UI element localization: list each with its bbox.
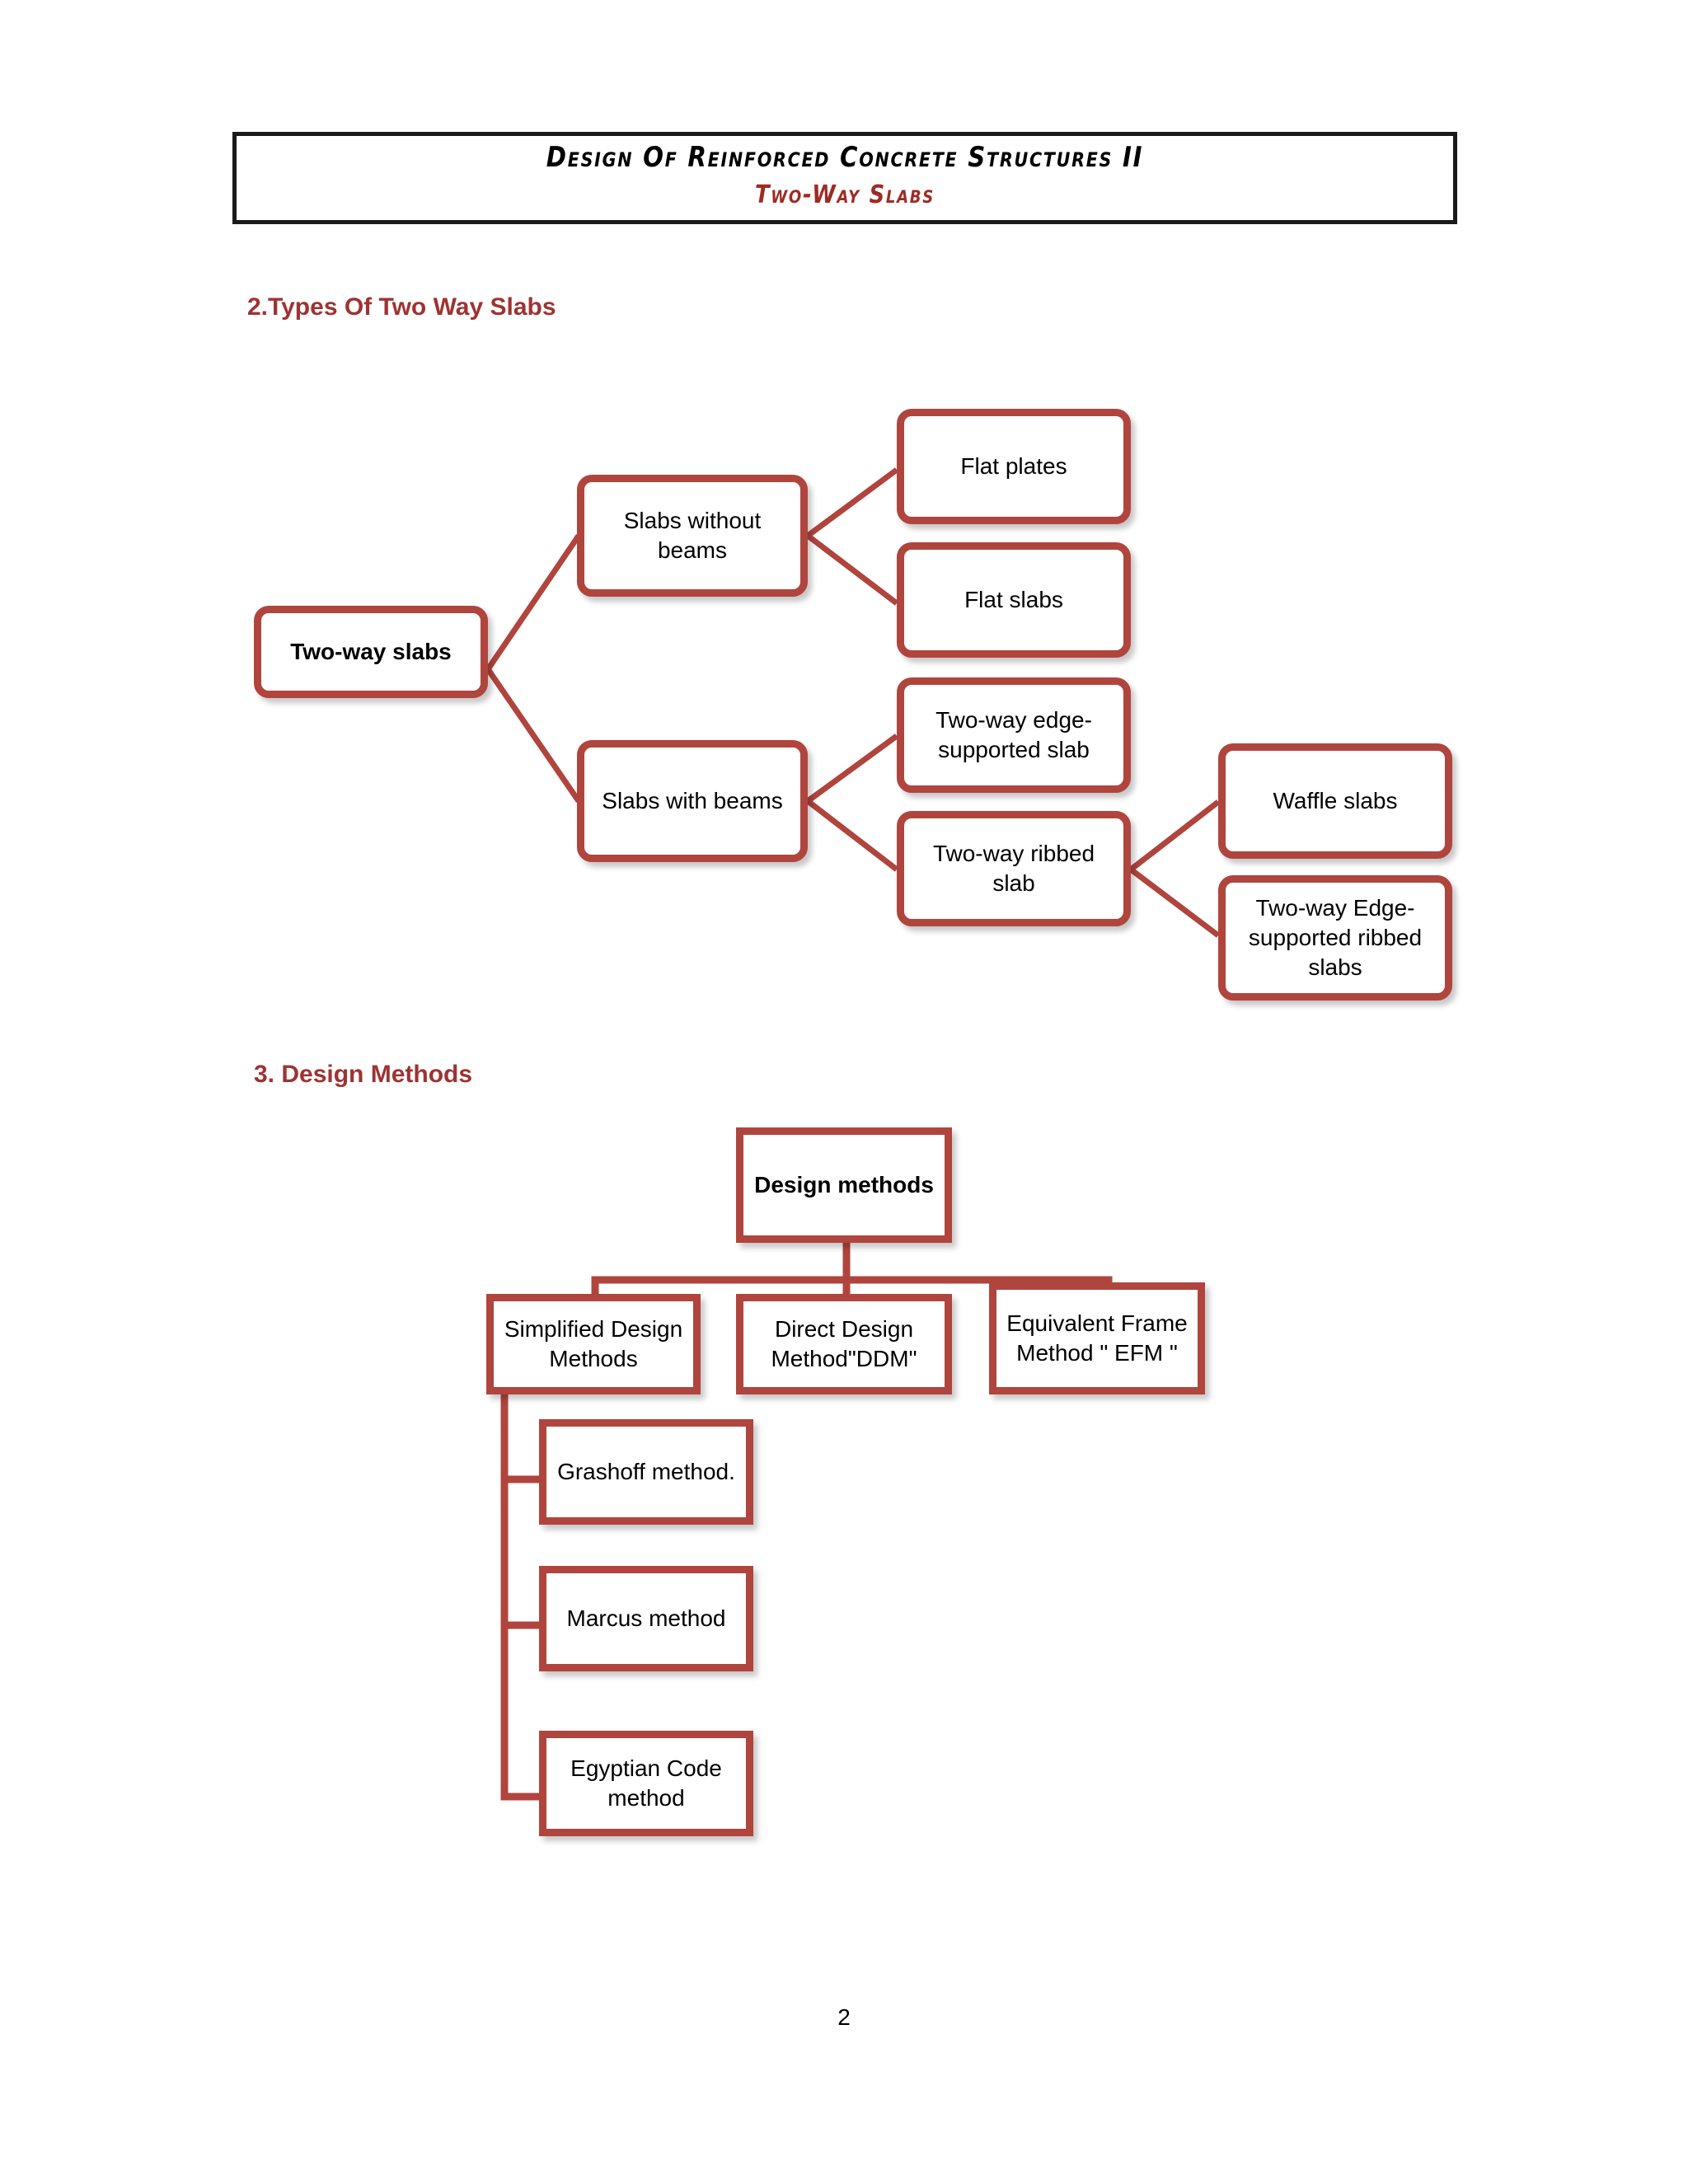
document-header-banner: Design Of Reinforced Concrete Structures… [232,132,1457,224]
section-heading-types-of-two-way-slabs: 2.Types Of Two Way Slabs [247,293,556,321]
node-slabs-with-beams[interactable]: Slabs with beams [577,740,808,862]
node-label: Two-way Edge-supported ribbed slabs [1248,895,1423,980]
node-label: Two-way ribbed slab [932,841,1095,896]
node-label: Slabs without beams [623,508,762,563]
node-label: Direct Design Method"DDM" [771,1316,917,1371]
node-egyptian-code-method[interactable]: Egyptian Code method [539,1731,753,1836]
node-label: Simplified Design Methods [504,1316,683,1371]
edge-without-beams-to-flat-plates [805,467,899,538]
edge-twoway-to-without-beams [485,534,581,671]
node-design-methods[interactable]: Design methods [736,1127,952,1243]
header-title-line1: Design Of Reinforced Concrete Structures… [546,141,1144,174]
node-slabs-without-beams[interactable]: Slabs without beams [577,475,808,597]
node-label: Egyptian Code method [570,1755,722,1811]
node-two-way-edge-supported-slab[interactable]: Two-way edge-supported slab [897,677,1131,793]
node-marcus-method[interactable]: Marcus method [539,1566,753,1671]
page-number: 2 [837,2004,851,2030]
node-label: Grashoff method. [557,1459,735,1485]
edge-twoway-to-with-beams [485,668,581,803]
node-grashoff-method[interactable]: Grashoff method. [539,1419,753,1525]
node-two-way-edge-supported-ribbed-slabs[interactable]: Two-way Edge-supported ribbed slabs [1218,875,1452,1001]
node-flat-slabs[interactable]: Flat slabs [897,542,1131,658]
edge-with-beams-to-edge-supported [805,733,899,804]
edge-without-beams-to-flat-slabs [805,533,899,606]
node-label: Waffle slabs [1273,788,1398,814]
node-label: Marcus method [566,1605,726,1632]
node-label: Slabs with beams [602,788,783,814]
node-simplified-design-methods[interactable]: Simplified Design Methods [486,1294,701,1394]
node-equivalent-frame-method[interactable]: Equivalent Frame Method " EFM " [989,1282,1205,1394]
node-label: Two-way edge-supported slab [935,707,1092,762]
node-label: Two-way slabs [290,639,452,665]
node-direct-design-method[interactable]: Direct Design Method"DDM" [736,1294,952,1394]
edge-ribbed-to-waffle [1128,799,1221,872]
node-waffle-slabs[interactable]: Waffle slabs [1218,743,1452,859]
node-two-way-ribbed-slab[interactable]: Two-way ribbed slab [897,811,1131,926]
edge-with-beams-to-ribbed [805,799,899,872]
node-label: Equivalent Frame Method " EFM " [1006,1310,1188,1366]
node-label: Flat plates [960,453,1067,480]
node-label: Design methods [754,1172,934,1198]
node-label: Flat slabs [964,587,1063,613]
node-two-way-slabs[interactable]: Two-way slabs [254,606,488,698]
node-flat-plates[interactable]: Flat plates [897,409,1131,524]
section-heading-design-methods: 3. Design Methods [254,1061,473,1088]
edge-ribbed-to-edge-supported-ribbed [1128,867,1221,938]
header-title-line2: Two-Way Slabs [754,180,935,209]
